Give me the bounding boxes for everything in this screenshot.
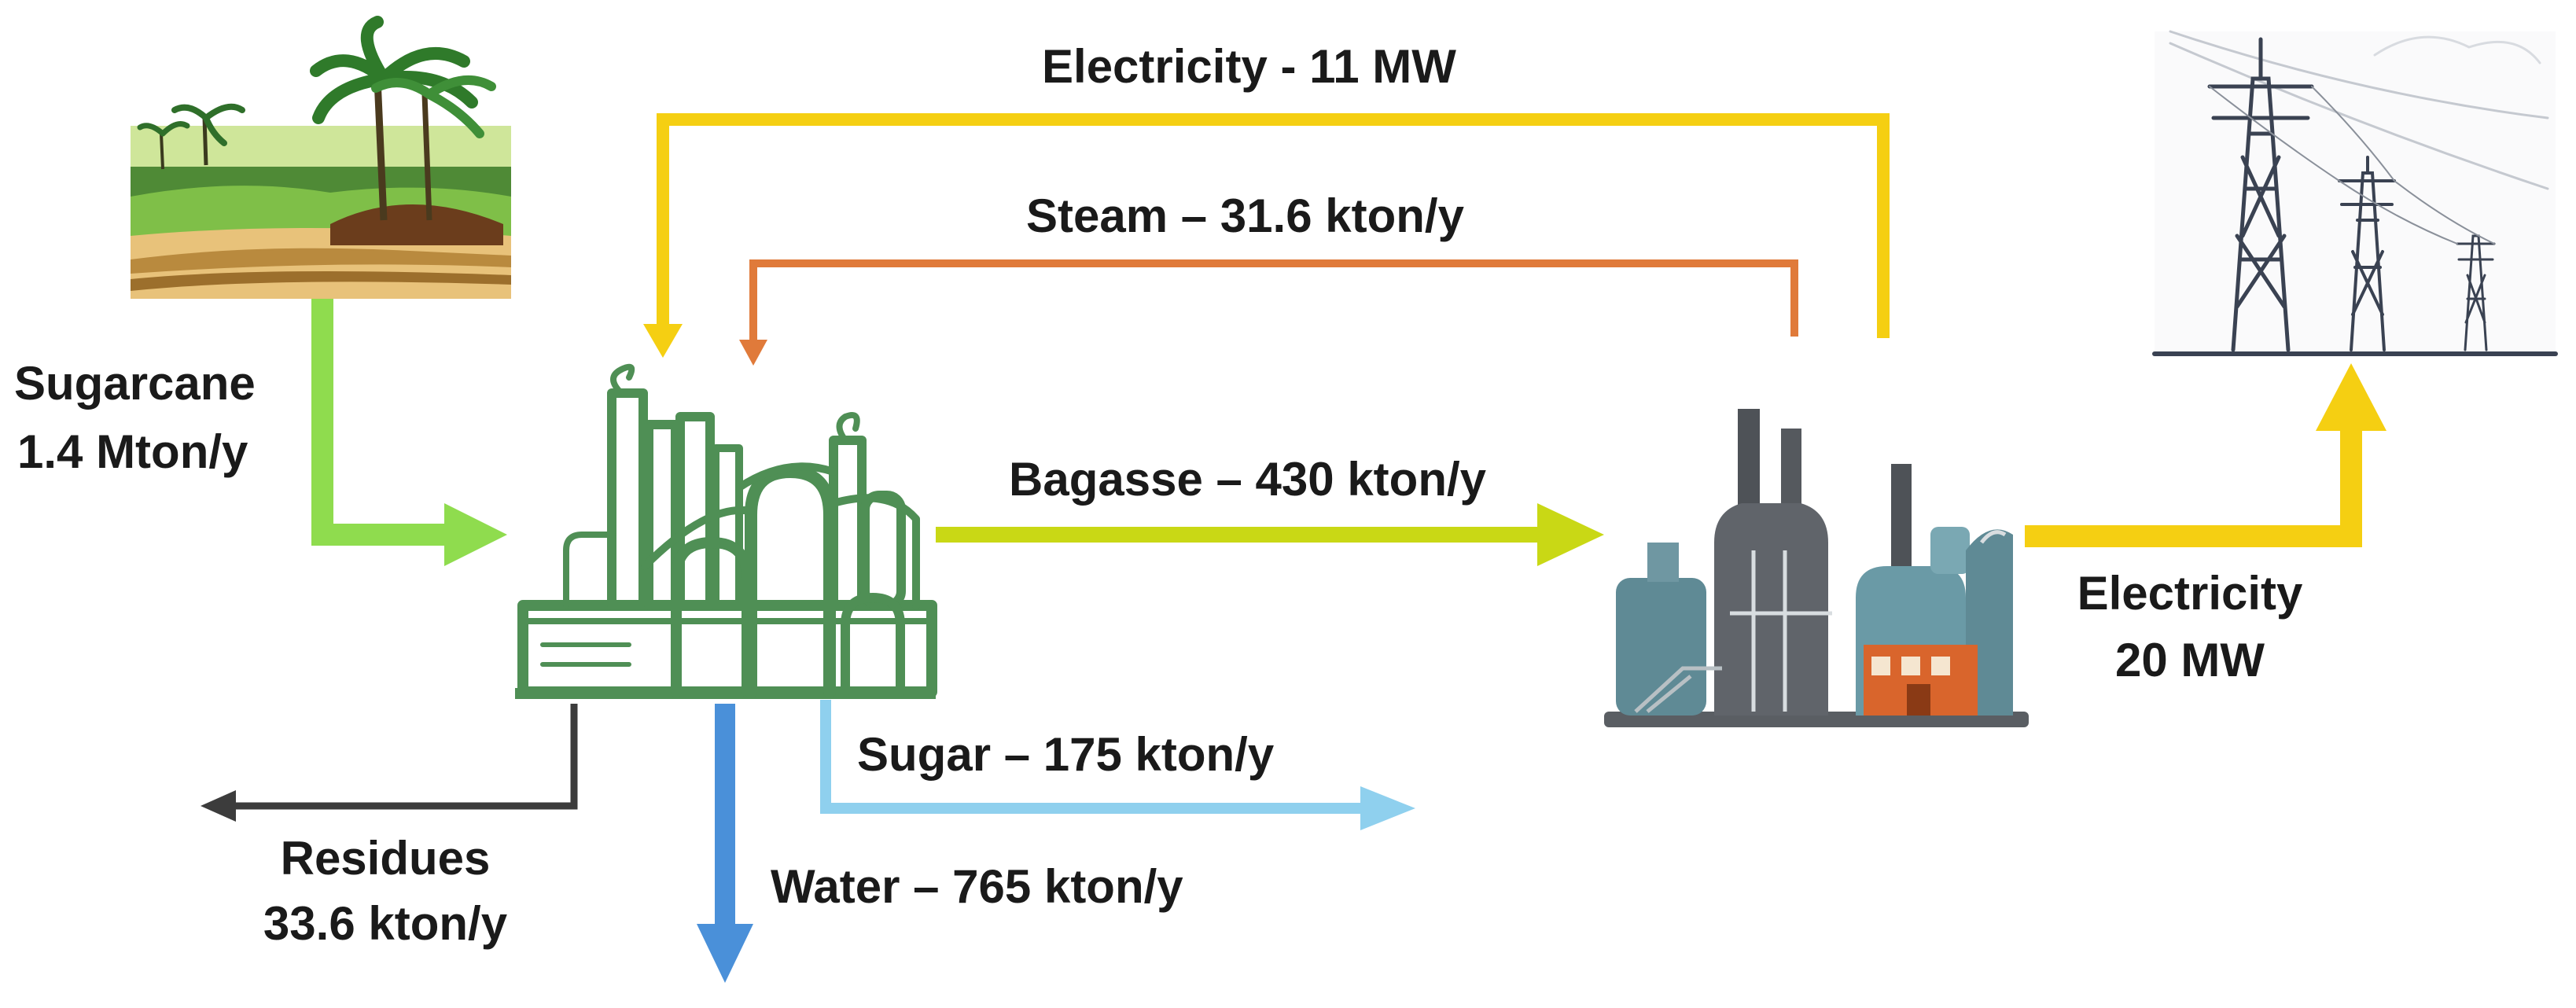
residues-rate-label: 33.6 kton/y <box>263 897 508 950</box>
power-plant-icon <box>1604 409 2029 727</box>
sugarcane-label: Sugarcane <box>14 357 256 410</box>
electricity-return-label: Electricity - 11 MW <box>1042 40 1456 93</box>
electricity-output-rate-label: 20 MW <box>2114 634 2265 686</box>
sugar-label: Sugar – 175 kton/y <box>857 728 1275 781</box>
sugarcane-rate-label: 1.4 Mton/y <box>17 425 248 478</box>
electricity-return-arrow <box>643 113 1890 358</box>
electricity-output-arrow <box>2025 363 2386 547</box>
water-flow-arrow <box>697 704 753 983</box>
sugar-flow-arrow <box>820 700 1415 830</box>
sugar-mill-icon <box>515 363 937 699</box>
water-label: Water – 765 kton/y <box>771 860 1183 913</box>
bagasse-flow-arrow <box>936 503 1604 566</box>
residues-flow-arrow <box>201 704 578 822</box>
steam-label: Steam – 31.6 kton/y <box>1026 189 1464 242</box>
sugarcane-flow-arrow <box>311 299 507 566</box>
bagasse-label: Bagasse – 430 kton/y <box>1009 453 1487 506</box>
electricity-output-label: Electricity <box>2077 567 2303 620</box>
transmission-towers-icon <box>2152 30 2558 356</box>
sugarcane-field-icon <box>131 16 511 299</box>
steam-return-arrow <box>739 259 1798 366</box>
residues-label: Residues <box>280 832 491 885</box>
